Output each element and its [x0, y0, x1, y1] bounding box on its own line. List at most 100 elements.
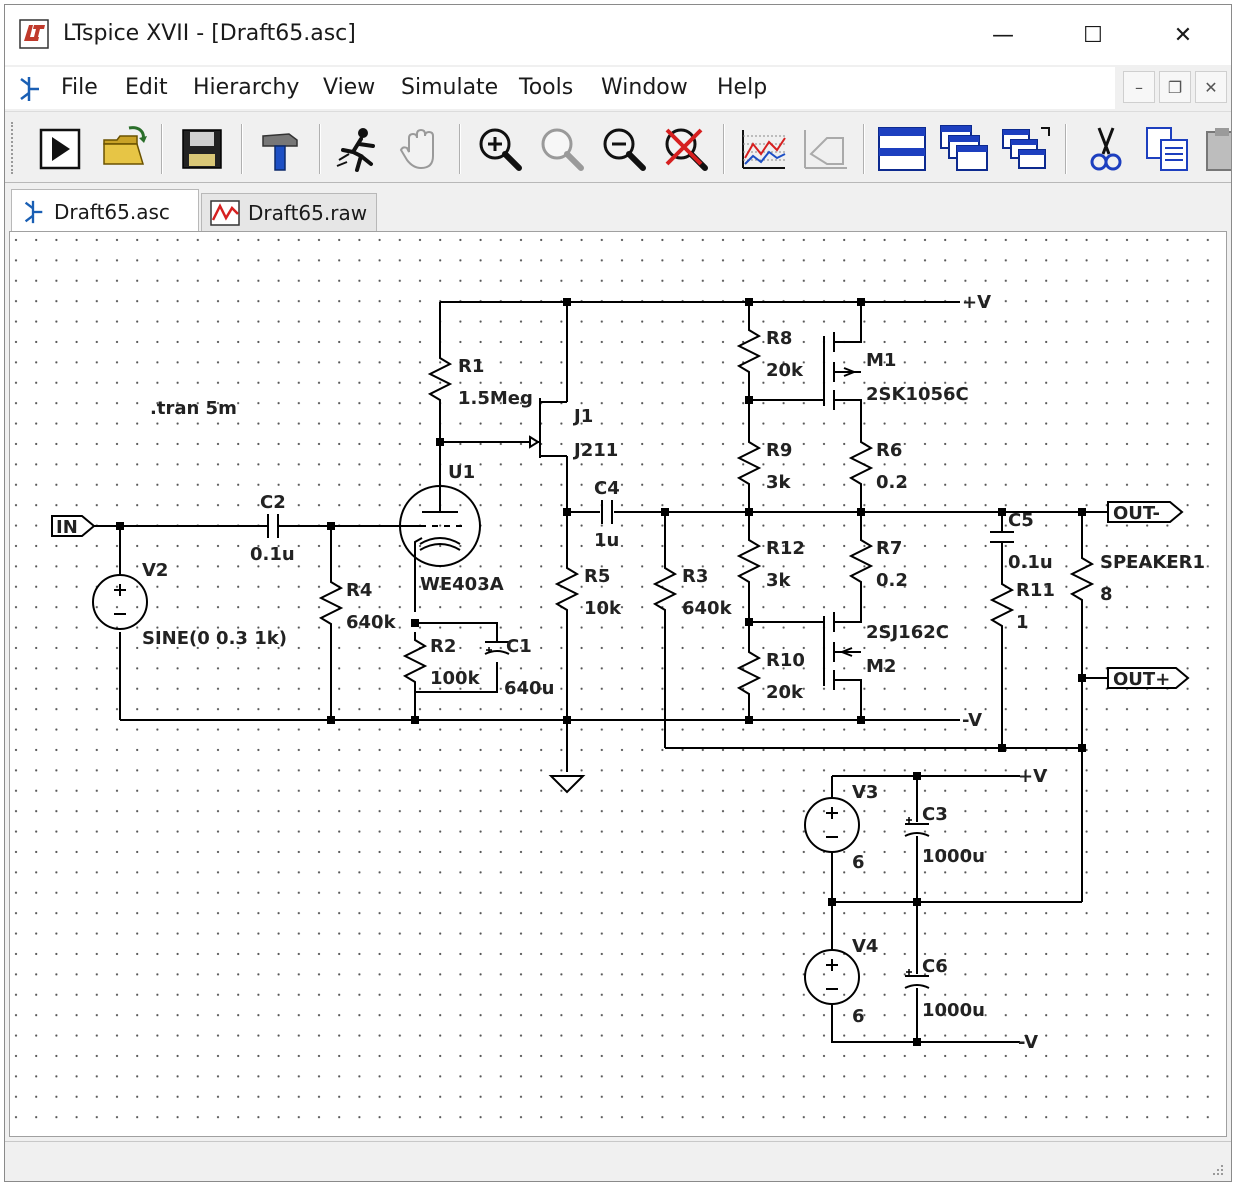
v3-symbol	[804, 797, 860, 853]
v4-symbol	[804, 949, 860, 1005]
mdi-restore-button[interactable]: ❐	[1159, 71, 1191, 103]
component-value: WE403A	[420, 574, 504, 595]
component-ref: C5	[1008, 510, 1034, 531]
component-value: 0.1u	[250, 544, 295, 565]
r11-symbol	[989, 576, 1015, 632]
menu-help[interactable]: Help	[717, 75, 768, 100]
menu-hierarchy[interactable]: Hierarchy	[193, 75, 300, 100]
component-ref: SPEAKER1	[1100, 552, 1205, 573]
control-panel-hammer-icon[interactable]	[255, 124, 305, 174]
run-icon[interactable]	[35, 124, 85, 174]
open-folder-icon[interactable]	[99, 124, 149, 174]
toolbar-grip[interactable]	[11, 122, 15, 174]
maximize-button[interactable]: ☐	[1071, 13, 1115, 57]
jfet-j1-symbol	[529, 398, 567, 458]
tab-label: Draft65.raw	[248, 200, 368, 225]
resize-grip-icon[interactable]	[1209, 1161, 1225, 1177]
component-ref: R11	[1016, 580, 1055, 601]
tran-directive[interactable]: .tran 5m	[150, 398, 237, 419]
mdi-controls: – ❐ ✕	[1123, 71, 1227, 103]
component-value: 640u	[504, 678, 554, 699]
supply-label: +V	[1018, 766, 1047, 787]
menu-file[interactable]: File	[61, 75, 98, 100]
cascade-icon[interactable]	[939, 124, 989, 174]
mdi-minimize-button[interactable]: –	[1123, 71, 1155, 103]
r12-symbol	[736, 532, 762, 590]
zoom-in-icon[interactable]	[475, 124, 525, 174]
in-port-label: IN	[56, 517, 78, 538]
zoom-cancel-icon[interactable]	[661, 124, 711, 174]
component-ref: R6	[876, 440, 902, 461]
c3-symbol	[904, 823, 930, 837]
component-ref: R7	[876, 538, 902, 559]
app-window: LTspice XVII - [Draft65.asc] — ☐ ✕ File …	[4, 4, 1232, 1182]
halt-runner-icon[interactable]	[333, 124, 383, 174]
save-icon[interactable]	[177, 124, 227, 174]
autorange-icon[interactable]	[801, 124, 851, 174]
out-minus-port-symbol	[1107, 501, 1184, 523]
c2-symbol	[264, 514, 282, 538]
component-value: 640k	[346, 612, 397, 633]
component-ref: R5	[584, 566, 610, 587]
component-ref: R4	[346, 580, 372, 601]
tile-horizontal-icon[interactable]	[877, 124, 927, 174]
tile-vertical-icon[interactable]	[1001, 124, 1051, 174]
component-value: 0.2	[876, 570, 908, 591]
r9-symbol	[736, 434, 762, 492]
supply-label: +V	[962, 292, 991, 313]
voltage-sources	[92, 574, 860, 1005]
maximize-icon: ☐	[1083, 22, 1103, 48]
c4-symbol	[601, 500, 613, 524]
minimize-icon: —	[992, 22, 1014, 48]
pan-hand-icon[interactable]	[395, 124, 445, 174]
component-ref: R3	[682, 566, 708, 587]
ground-symbol	[548, 775, 586, 794]
component-ref: R2	[430, 636, 456, 657]
zoom-full-icon[interactable]	[537, 124, 587, 174]
r4-symbol	[318, 574, 344, 632]
minimize-button[interactable]: —	[981, 13, 1025, 57]
component-value: J211	[572, 440, 618, 461]
component-ref: R10	[766, 650, 805, 671]
toolbar-separator	[1065, 124, 1067, 174]
menu-simulate[interactable]: Simulate	[401, 75, 499, 100]
copy-icon[interactable]	[1143, 124, 1193, 174]
toolbar-separator	[241, 124, 243, 174]
zoom-out-icon[interactable]	[599, 124, 649, 174]
component-value: 3k	[766, 570, 792, 591]
mdi-close-button[interactable]: ✕	[1195, 71, 1227, 103]
out-plus-port-symbol	[1107, 667, 1190, 689]
out-plus-port-label: OUT+	[1113, 669, 1170, 690]
menu-bar: File Edit Hierarchy View Simulate Tools …	[5, 67, 1115, 109]
r5-symbol	[554, 562, 580, 617]
title-bar[interactable]: LTspice XVII - [Draft65.asc] — ☐ ✕	[5, 5, 1231, 65]
paste-icon[interactable]	[1201, 124, 1232, 174]
menu-view[interactable]: View	[323, 75, 376, 100]
speaker-symbol	[1069, 550, 1095, 606]
menu-edit[interactable]: Edit	[125, 75, 168, 100]
schematic-canvas[interactable]: .tran 5m IN OUT- OUT+ +V -V +V -V R1 1.5…	[9, 231, 1227, 1137]
schematic-drawing[interactable]: .tran 5m IN OUT- OUT+ +V -V +V -V R1 1.5…	[10, 232, 1226, 1136]
cut-icon[interactable]	[1081, 124, 1131, 174]
menu-tools[interactable]: Tools	[519, 75, 574, 100]
capacitors	[264, 500, 1014, 989]
component-ref: U1	[448, 462, 475, 483]
c1-symbol	[484, 641, 510, 655]
menu-window[interactable]: Window	[601, 75, 688, 100]
waveform-plot-icon[interactable]	[739, 124, 789, 174]
component-value: 8	[1100, 584, 1113, 605]
c5-symbol	[990, 531, 1014, 543]
v2-symbol	[92, 574, 148, 630]
mosfet-m1-symbol	[823, 332, 861, 410]
in-port-symbol	[51, 515, 96, 537]
component-value: 0.1u	[1008, 552, 1053, 573]
schematic-doc-icon[interactable]	[15, 75, 43, 103]
component-ref: R8	[766, 328, 792, 349]
component-ref: C4	[594, 478, 620, 499]
component-value: SINE(0 0.3 1k)	[142, 628, 287, 649]
close-button[interactable]: ✕	[1161, 13, 1205, 57]
tab-waveform[interactable]: Draft65.raw	[201, 193, 377, 231]
junctions	[116, 298, 1086, 1046]
toolbar-separator	[319, 124, 321, 174]
tab-schematic[interactable]: Draft65.asc	[11, 189, 199, 233]
